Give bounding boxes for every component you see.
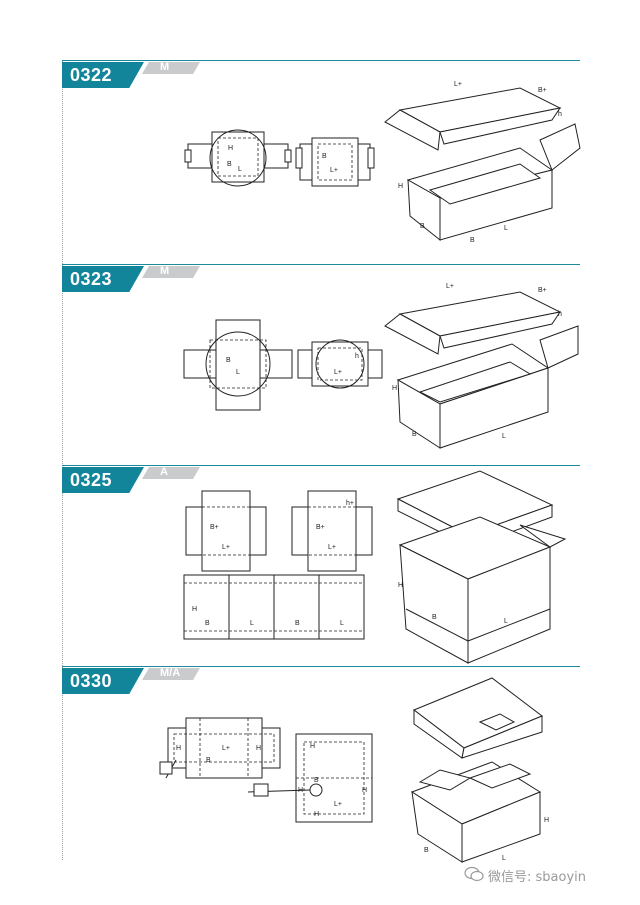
net-label: H: [314, 811, 319, 818]
net-label: B+: [210, 524, 219, 531]
section-rule: [62, 465, 580, 466]
section-0325: 0325 A B+ L+ B+ L+ h+: [0, 465, 640, 665]
lid-net-2: [291, 490, 373, 572]
box-diagram-0325: B+ L+ B+ L+ h+ H B L B L: [183, 470, 567, 664]
code-tag: 0325: [62, 467, 144, 493]
box-diagram-0323: B L h L+ L+ B+ h H: [183, 283, 579, 449]
box-label: L: [502, 855, 506, 862]
lid-net-1: [185, 490, 267, 572]
box-3d-illustration: [384, 291, 579, 449]
section-rule: [62, 264, 580, 265]
box-label: H: [544, 817, 549, 824]
net-label: B: [226, 357, 231, 364]
flat-net-2: [295, 137, 375, 187]
box-label: B: [470, 237, 475, 244]
flat-net-2: [247, 733, 373, 823]
type-tag: A: [142, 467, 200, 479]
box-label: B+: [538, 287, 547, 294]
net-label: B: [205, 620, 210, 627]
net-label: H: [192, 606, 197, 613]
net-label: B: [322, 153, 327, 160]
net-label: H: [228, 145, 233, 152]
margin-dotted-line: [62, 60, 63, 860]
section-0323: 0323 M B L h L+: [0, 264, 640, 464]
section-rule: [62, 666, 580, 667]
watermark-text: 微信号: sbaoyin: [488, 870, 587, 885]
box-label: L+: [446, 283, 454, 290]
box-label: B+: [538, 87, 547, 94]
net-label: L+: [222, 544, 230, 551]
box-type: M/A: [160, 667, 181, 679]
box-code: 0322: [70, 65, 113, 85]
box-3d-illustration: [410, 677, 543, 863]
box-type: A: [160, 466, 168, 478]
section-0322: 0322 M H B L: [0, 60, 640, 260]
net-label: L+: [328, 544, 336, 551]
box-label: h: [558, 311, 562, 318]
box-label: H: [398, 582, 403, 589]
box-code: 0330: [70, 671, 113, 691]
net-label: L+: [334, 801, 342, 808]
net-label: H: [362, 787, 367, 794]
net-label: L: [250, 620, 254, 627]
code-tag: 0322: [62, 62, 144, 88]
net-label: L: [340, 620, 344, 627]
box-label: H: [392, 385, 397, 392]
box-label: L+: [454, 81, 462, 88]
net-label: L+: [334, 369, 342, 376]
net-label: B: [227, 161, 232, 168]
section-0330: 0330 M/A H L+ B H: [0, 666, 640, 866]
code-tag: 0323: [62, 266, 144, 292]
section-rule: [62, 60, 580, 61]
box-3d-illustration: [384, 87, 581, 242]
flat-net-1: [159, 717, 281, 779]
net-label: L+: [222, 745, 230, 752]
net-label: H: [256, 745, 261, 752]
net-label: h: [355, 353, 359, 360]
box-code: 0323: [70, 269, 113, 289]
box-diagram-0330: H L+ B H H B H H H L+: [159, 677, 549, 863]
flat-net-1: [183, 319, 293, 411]
code-tag: 0330: [62, 668, 144, 694]
net-label: B: [295, 620, 300, 627]
net-label: B: [206, 757, 211, 764]
net-label: L: [236, 369, 240, 376]
type-tag: M: [142, 62, 200, 74]
net-label: B: [314, 777, 319, 784]
box-label: H: [398, 183, 403, 190]
net-label: H: [176, 745, 181, 752]
net-label: H: [310, 743, 315, 750]
box-label: L: [502, 433, 506, 440]
box-3d-illustration: [396, 470, 567, 664]
box-code: 0325: [70, 470, 113, 490]
net-label: H: [298, 787, 303, 794]
box-label: B: [424, 847, 429, 854]
type-tag: M: [142, 266, 200, 278]
body-net: [183, 574, 365, 640]
box-label: L: [504, 225, 508, 232]
box-label: h: [558, 111, 562, 118]
net-label: L: [238, 166, 242, 173]
box-diagram-0322: H B L B L+: [184, 81, 581, 244]
flat-net-1: [184, 129, 292, 187]
flat-net-2: [297, 339, 383, 389]
wechat-icon: [464, 866, 484, 882]
net-label: L+: [330, 167, 338, 174]
box-label: L: [504, 618, 508, 625]
box-label: B: [432, 614, 437, 621]
box-label: B: [412, 431, 417, 438]
box-label: B: [420, 223, 425, 230]
net-label: h+: [346, 500, 354, 507]
box-type: M: [160, 265, 170, 277]
net-label: B+: [316, 524, 325, 531]
type-tag: M/A: [142, 668, 200, 680]
box-type: M: [160, 61, 170, 73]
